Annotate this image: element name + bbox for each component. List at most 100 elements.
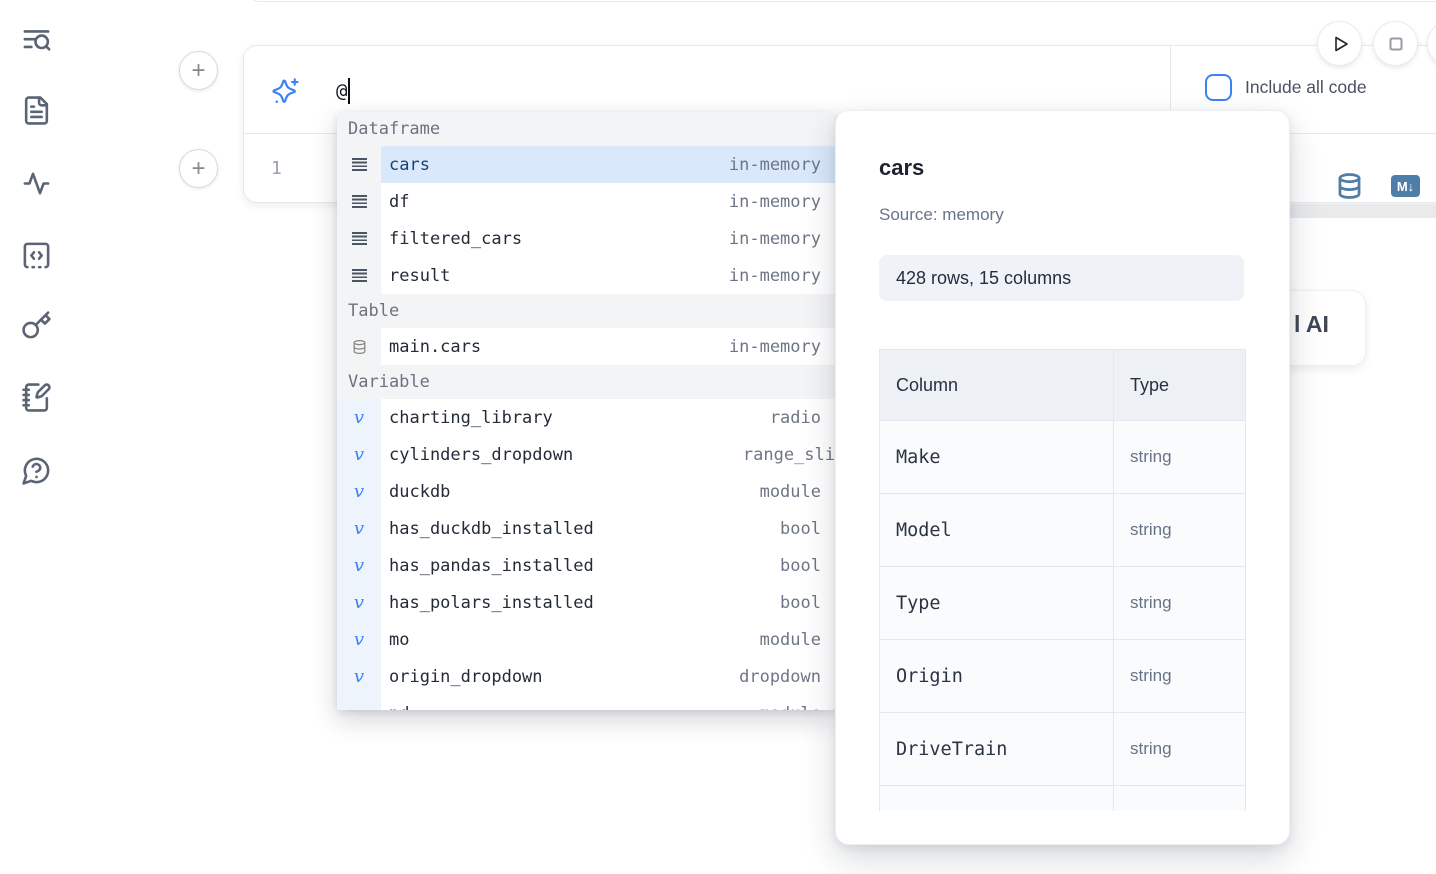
include-all-code-control: Include all code bbox=[1205, 74, 1367, 101]
column-name-cell: Origin bbox=[879, 639, 1114, 713]
ai-prompt-value: @ bbox=[336, 80, 348, 102]
autocomplete-item-name: origin_dropdown bbox=[389, 666, 543, 687]
variable-icon: v bbox=[353, 444, 365, 465]
variable-icon: v bbox=[353, 407, 365, 428]
search-panel-icon bbox=[23, 29, 50, 51]
autocomplete-item[interactable]: filtered_cars in-memory bbox=[337, 220, 835, 257]
play-icon bbox=[1334, 36, 1348, 51]
sidebar-item-scratchpad[interactable] bbox=[16, 377, 56, 417]
autocomplete-item-name: pd bbox=[389, 704, 409, 711]
extra-cell-button[interactable] bbox=[1428, 22, 1436, 65]
column-type-cell: string bbox=[1113, 493, 1246, 567]
column-type-cell: string bbox=[1113, 566, 1246, 640]
autocomplete-item-gutter bbox=[337, 328, 381, 365]
autocomplete-item-name: has_duckdb_installed bbox=[389, 518, 594, 539]
autocomplete-item[interactable]: v mo module bbox=[337, 621, 835, 658]
autocomplete-item-type: module bbox=[760, 704, 835, 711]
sidebar-item-snippets[interactable] bbox=[16, 235, 56, 275]
autocomplete-item-gutter: v bbox=[337, 436, 381, 473]
add-cell-below-button[interactable]: + bbox=[179, 149, 218, 188]
line-number: 1 bbox=[271, 158, 282, 179]
column-name-cell: Type bbox=[879, 566, 1114, 640]
column-type-cell: string bbox=[1113, 712, 1246, 786]
dataframe-icon bbox=[351, 158, 367, 171]
dependencies-panel-icon bbox=[23, 172, 49, 194]
autocomplete-item-type: in-memory bbox=[728, 265, 821, 286]
secrets-panel-icon bbox=[21, 310, 51, 338]
autocomplete-item-type: in-memory bbox=[728, 228, 821, 249]
autocomplete-item[interactable]: v has_duckdb_installed bool bbox=[337, 510, 835, 547]
include-all-code-checkbox[interactable] bbox=[1205, 74, 1232, 101]
autocomplete-item-gutter: v bbox=[337, 473, 381, 510]
autocomplete-item-gutter: v bbox=[337, 547, 381, 584]
variable-icon: v bbox=[353, 555, 365, 576]
preview-source: Source: memory bbox=[879, 205, 1004, 224]
sidebar-item-files[interactable] bbox=[16, 90, 56, 130]
sidebar-item-dependencies[interactable] bbox=[16, 163, 56, 203]
variable-icon: v bbox=[353, 629, 365, 650]
autocomplete-item-gutter: v bbox=[337, 584, 381, 621]
autocomplete-item-name: has_polars_installed bbox=[389, 592, 594, 613]
column-row bbox=[879, 785, 1246, 811]
autocomplete-item[interactable]: v origin_dropdown dropdown bbox=[337, 658, 835, 695]
column-name-cell bbox=[879, 785, 1114, 811]
preview-title: cars bbox=[879, 155, 925, 180]
autocomplete-item-name: df bbox=[389, 191, 410, 212]
table-icon bbox=[353, 339, 365, 354]
autocomplete-item-name: mo bbox=[389, 629, 410, 650]
autocomplete-item-type: in-memory bbox=[728, 336, 821, 357]
autocomplete-item[interactable]: df in-memory bbox=[337, 183, 835, 220]
help-panel-icon bbox=[21, 457, 49, 485]
autocomplete-item-type: dropdown bbox=[739, 666, 821, 687]
autocomplete-item-name: filtered_cars bbox=[389, 228, 523, 249]
variable-icon: v bbox=[353, 666, 365, 687]
autocomplete-item-type: bool bbox=[780, 592, 821, 613]
sidebar-item-search[interactable] bbox=[16, 20, 56, 60]
autocomplete-item-gutter: v bbox=[337, 510, 381, 547]
preview-shape-badge: 428 rows, 15 columns bbox=[879, 255, 1244, 301]
column-name-cell: Model bbox=[879, 493, 1114, 567]
dataframe-preview-popup: cars Source: memory 428 rows, 15 columns… bbox=[835, 110, 1290, 845]
autocomplete-section-header: Table bbox=[337, 294, 835, 328]
dataframe-icon bbox=[351, 232, 367, 245]
column-type-cell bbox=[1113, 785, 1246, 811]
sidebar-item-help[interactable] bbox=[16, 450, 56, 490]
run-cell-button[interactable] bbox=[1318, 22, 1361, 65]
autocomplete-item-gutter: v bbox=[337, 399, 381, 436]
autocomplete-item-type: bool bbox=[780, 518, 821, 539]
dataframe-icon bbox=[351, 269, 367, 282]
autocomplete-section-header: Variable bbox=[337, 365, 835, 399]
markdown-icon[interactable]: M↓ bbox=[1391, 175, 1420, 197]
autocomplete-item-name: cylinders_dropdown bbox=[389, 444, 574, 465]
autocomplete-item-gutter bbox=[337, 146, 381, 183]
stop-button[interactable] bbox=[1374, 22, 1417, 65]
files-panel-icon bbox=[24, 95, 48, 125]
variable-icon: v bbox=[354, 703, 364, 710]
autocomplete-item[interactable]: v pd module bbox=[337, 695, 835, 710]
autocomplete-section-header: Dataframe bbox=[337, 112, 835, 146]
add-cell-above-button[interactable]: + bbox=[179, 51, 218, 90]
stop-square-icon bbox=[1389, 37, 1402, 50]
autocomplete-item-gutter: v bbox=[337, 695, 381, 710]
autocomplete-item[interactable]: v has_polars_installed bool bbox=[337, 584, 835, 621]
variable-icon: v bbox=[353, 592, 365, 613]
snippets-panel-icon bbox=[23, 242, 49, 268]
autocomplete-item-type: in-memory bbox=[728, 191, 821, 212]
autocomplete-item-type: module bbox=[759, 629, 821, 650]
column-type-cell: string bbox=[1113, 639, 1246, 713]
sidebar-item-secrets[interactable] bbox=[16, 305, 56, 345]
text-cursor bbox=[348, 78, 351, 104]
database-icon[interactable] bbox=[1336, 172, 1363, 200]
